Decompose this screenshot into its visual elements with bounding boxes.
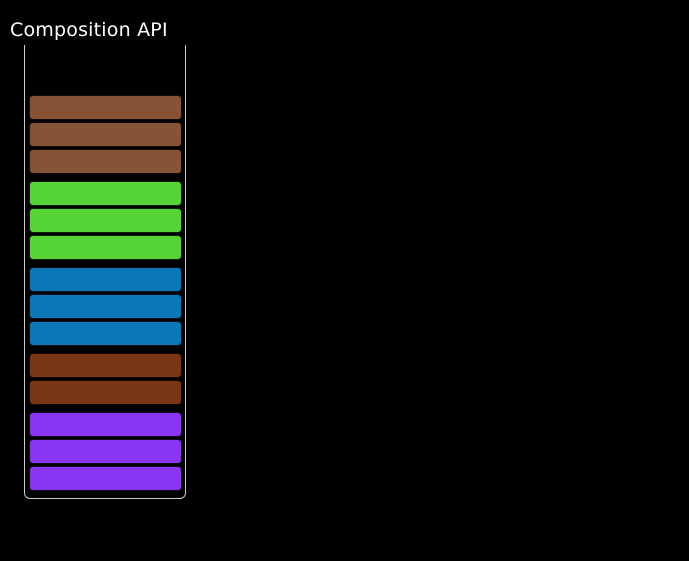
page-title: Composition API — [10, 19, 168, 41]
stack-container — [24, 45, 186, 499]
sienna-brown-bar[interactable] — [29, 149, 182, 174]
green-bar[interactable] — [29, 181, 182, 206]
bar-group-purple — [29, 412, 182, 491]
rust-brown-bar[interactable] — [29, 353, 182, 378]
green-bar[interactable] — [29, 208, 182, 233]
sienna-brown-bar[interactable] — [29, 122, 182, 147]
blue-bar[interactable] — [29, 321, 182, 346]
purple-bar[interactable] — [29, 439, 182, 464]
purple-bar[interactable] — [29, 412, 182, 437]
rust-brown-bar[interactable] — [29, 380, 182, 405]
blue-bar[interactable] — [29, 294, 182, 319]
sienna-brown-bar[interactable] — [29, 95, 182, 120]
purple-bar[interactable] — [29, 466, 182, 491]
bar-group-green — [29, 181, 182, 260]
bar-group-rust-brown — [29, 353, 182, 405]
bar-group-sienna-brown — [29, 95, 182, 174]
green-bar[interactable] — [29, 235, 182, 260]
blue-bar[interactable] — [29, 267, 182, 292]
bar-stack — [25, 95, 185, 491]
bar-group-blue — [29, 267, 182, 346]
